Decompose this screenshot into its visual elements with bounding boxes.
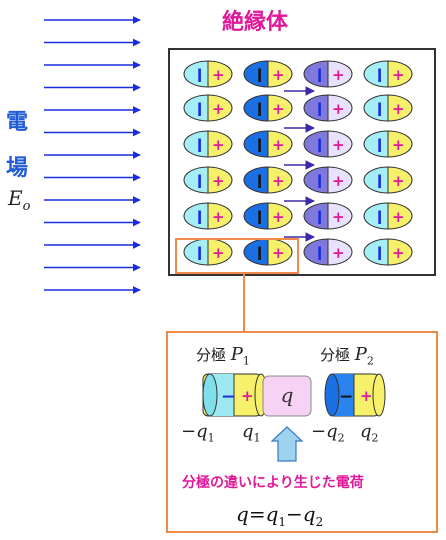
dipole-molecule: ǀ+ [183,130,233,158]
dipole-molecule: ǀ+ [243,166,293,194]
dipole-molecule: ǀ+ [183,238,233,266]
svg-text:+: + [212,244,225,262]
svg-text:+: + [332,208,345,226]
dipole-molecule: ǀ+ [363,130,413,158]
dipole-molecule: ǀ+ [183,94,233,122]
svg-text:ǀ: ǀ [197,245,202,261]
svg-text:+: + [332,172,345,190]
svg-text:−: − [221,387,235,407]
svg-text:ǀ: ǀ [197,209,202,225]
dipole-molecule: ǀ+ [183,202,233,230]
svg-text:ǀ: ǀ [377,101,382,117]
left-polarization-text: 分極 P1 [196,344,250,368]
label-minus-q2: −q2 [311,421,345,445]
svg-text:ǀ: ǀ [257,101,262,117]
right-polarization-text: 分極 P2 [320,344,374,368]
svg-text:+: + [392,66,405,84]
svg-text:ǀ: ǀ [377,137,382,153]
svg-text:+: + [212,172,225,190]
svg-text:ǀ: ǀ [197,101,202,117]
dipole-molecule: ǀ+ [303,60,353,88]
label-q1: q1 [242,421,261,445]
svg-text:−: − [339,387,353,407]
dipole-molecule: ǀ+ [303,166,353,194]
svg-text:+: + [272,172,285,190]
svg-text:+: + [332,100,345,118]
svg-text:+: + [392,136,405,154]
connector-line [243,274,245,332]
dipole-molecule: ǀ+ [243,94,293,122]
detail-box [166,331,438,533]
svg-text:ǀ: ǀ [317,173,322,189]
dipole-molecule: ǀ+ [363,202,413,230]
svg-text:+: + [392,172,405,190]
dipole-molecule: ǀ+ [243,202,293,230]
svg-text:+: + [332,66,345,84]
svg-text:+: + [272,244,285,262]
svg-text:ǀ: ǀ [317,137,322,153]
svg-text:+: + [360,387,373,405]
insulator-title: 絶縁体 [222,10,289,35]
svg-text:+: + [212,66,225,84]
svg-text:+: + [392,100,405,118]
svg-text:+: + [272,136,285,154]
svg-text:ǀ: ǀ [377,67,382,83]
dipole-molecule: ǀ+ [243,60,293,88]
svg-text:ǀ: ǀ [197,137,202,153]
svg-text:ǀ: ǀ [317,67,322,83]
dipole-molecule: ǀ+ [363,238,413,266]
svg-text:+: + [272,208,285,226]
svg-text:ǀ: ǀ [377,173,382,189]
svg-text:ǀ: ǀ [317,245,322,261]
svg-text:+: + [241,387,254,405]
field-symbol: Eo [8,186,31,214]
left-polarized-capsule: − + [202,373,268,417]
electric-field-arrows [44,16,141,294]
dipole-molecule: ǀ+ [363,94,413,122]
label-minus-q1: −q1 [181,421,215,445]
svg-text:+: + [212,100,225,118]
up-arrow-icon [270,426,304,462]
dipole-molecule: ǀ+ [303,130,353,158]
svg-text:+: + [392,208,405,226]
highlight-box [175,238,299,274]
dipole-molecule: ǀ+ [243,238,293,266]
svg-text:ǀ: ǀ [197,67,202,83]
svg-text:ǀ: ǀ [257,137,262,153]
dipole-molecule: ǀ+ [303,202,353,230]
svg-text:ǀ: ǀ [257,173,262,189]
svg-text:ǀ: ǀ [377,245,382,261]
svg-text:ǀ: ǀ [257,67,262,83]
dipole-molecule: ǀ+ [303,94,353,122]
charge-formula: q=q1−q2 [236,502,324,529]
svg-text:+: + [332,244,345,262]
label-q2: q2 [360,421,379,445]
svg-text:+: + [272,66,285,84]
svg-text:+: + [212,136,225,154]
svg-text:+: + [272,100,285,118]
svg-text:+: + [392,244,405,262]
right-polarized-capsule: − + [324,373,386,417]
field-label-char-2: 場 [6,156,29,181]
dipole-grid: ǀ+ǀ+ǀ+ǀ+ǀ+ǀ+ǀ+ǀ+ǀ+ǀ+ǀ+ǀ+ǀ+ǀ+ǀ+ǀ+ǀ+ǀ+ǀ+ǀ+… [183,60,413,266]
center-charge-box [262,375,312,417]
dipole-molecule: ǀ+ [183,60,233,88]
svg-text:+: + [332,136,345,154]
svg-text:ǀ: ǀ [317,101,322,117]
caption-text: 分極の違いにより生じた電荷 [182,475,364,491]
svg-text:ǀ: ǀ [197,173,202,189]
dipole-molecule: ǀ+ [363,60,413,88]
svg-text:ǀ: ǀ [377,209,382,225]
svg-text:ǀ: ǀ [317,209,322,225]
dipole-molecule: ǀ+ [303,238,353,266]
svg-text:+: + [212,208,225,226]
field-label-char-1: 電 [6,110,29,135]
svg-text:q: q [281,383,294,407]
svg-text:ǀ: ǀ [257,209,262,225]
detail-diagram: − + q − + [202,373,386,462]
svg-text:ǀ: ǀ [257,245,262,261]
dipole-molecule: ǀ+ [183,166,233,194]
dipole-molecule: ǀ+ [363,166,413,194]
dipole-molecule: ǀ+ [243,130,293,158]
